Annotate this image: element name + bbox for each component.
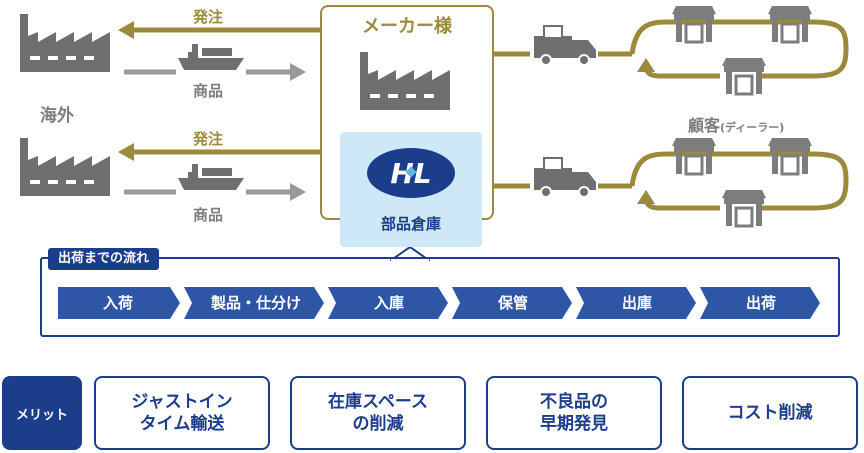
flow-step-6: 出荷 bbox=[745, 294, 776, 312]
flow-step-4: 保管 bbox=[497, 294, 528, 312]
dealer-icon-2 bbox=[766, 4, 814, 44]
merit-card-defect: 不良品の 早期発見 bbox=[486, 376, 662, 450]
goods-label-top: 商品 bbox=[193, 82, 224, 100]
ship-icon-top bbox=[178, 44, 244, 70]
merit-card-1-line2: タイム輸送 bbox=[139, 414, 225, 434]
flow-step-5: 出庫 bbox=[621, 294, 652, 312]
flow-step-1: 入荷 bbox=[102, 294, 133, 312]
order-label-bottom: 発注 bbox=[193, 130, 224, 148]
order-label-top: 発注 bbox=[193, 8, 224, 26]
maker-title: メーカー様 bbox=[362, 16, 452, 37]
dealer-icon-5 bbox=[766, 136, 814, 176]
truck-icon-top bbox=[533, 25, 597, 66]
merit-card-1-line1: ジャストイン bbox=[131, 392, 233, 412]
merit-card-cost: コスト削減 bbox=[682, 376, 858, 450]
flow-step-2-shape bbox=[184, 287, 324, 319]
hl-logo-icon: HL bbox=[367, 148, 455, 198]
flow-title: 出荷までの流れ bbox=[48, 248, 160, 270]
merit-card-space: 在庫スペース の削減 bbox=[290, 376, 466, 450]
dealer-icon-1 bbox=[670, 4, 718, 44]
ship-icon-bottom bbox=[178, 164, 244, 190]
flow-steps bbox=[58, 287, 820, 319]
factory-icon-overseas-bottom bbox=[20, 138, 110, 196]
merit-card-jit: ジャストイン タイム輸送 bbox=[94, 376, 270, 450]
flow-box bbox=[40, 257, 840, 337]
flow-step-3-shape bbox=[328, 287, 448, 319]
warehouse-label: 部品倉庫 bbox=[380, 215, 441, 233]
customers-sub-label: (ディーラー) bbox=[720, 121, 785, 134]
merit-card-3-line1: 不良品の bbox=[540, 392, 608, 412]
flow-step-2: 製品・仕分け bbox=[210, 294, 301, 312]
merit-card-2-line2: の削減 bbox=[352, 414, 404, 434]
flow-step-5-shape bbox=[576, 287, 696, 319]
merit-card-3-line2: 早期発見 bbox=[540, 414, 608, 434]
merit-badge: メリット bbox=[2, 376, 82, 450]
truck-icon-bottom bbox=[533, 157, 597, 198]
goods-label-bottom: 商品 bbox=[193, 206, 224, 224]
merit-card-2-line1: 在庫スペース bbox=[328, 392, 428, 412]
flow-step-4-shape bbox=[452, 287, 572, 319]
flow-step-6-shape bbox=[700, 287, 820, 319]
customers-main-label: 顧客 bbox=[688, 116, 721, 135]
dealer-icon-4 bbox=[670, 136, 718, 176]
overseas-label: 海外 bbox=[40, 106, 74, 126]
merit-card-4-line1: コスト削減 bbox=[727, 403, 813, 423]
flow-step-3: 入庫 bbox=[373, 294, 404, 312]
factory-icon-overseas-top bbox=[20, 14, 110, 72]
dealer-icon-6 bbox=[720, 188, 768, 228]
customers-label: 顧客(ディーラー) bbox=[688, 112, 784, 136]
dealer-icon-3 bbox=[720, 56, 768, 96]
flow-step-1-shape bbox=[58, 287, 180, 319]
